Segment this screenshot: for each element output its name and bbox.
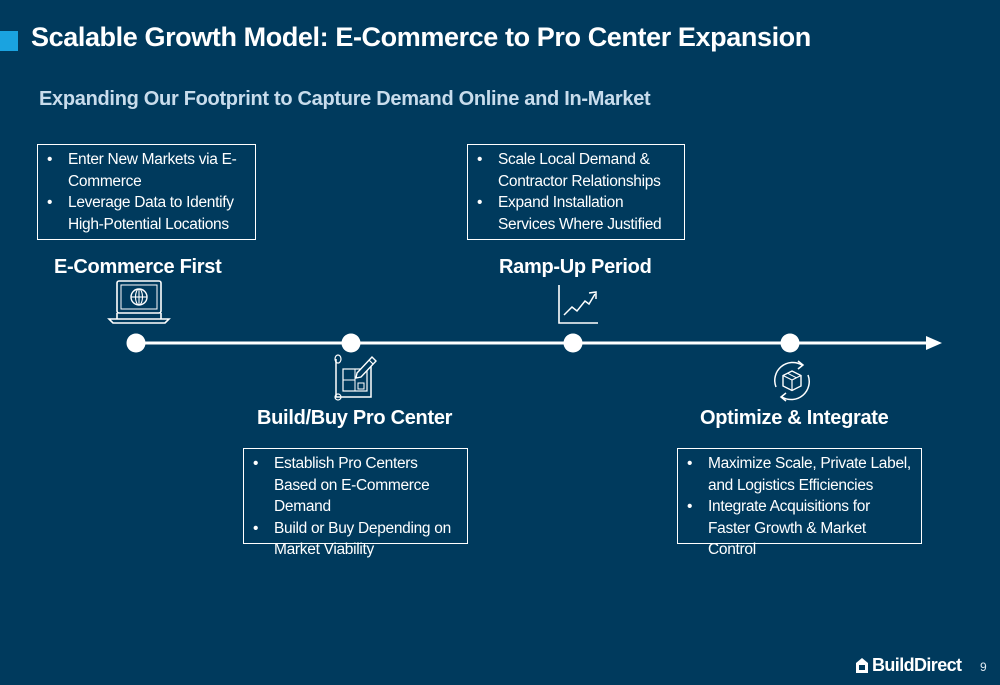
stage-4-label: Optimize & Integrate [700, 407, 889, 429]
timeline-node-2 [341, 333, 361, 353]
stage-2-bullet-2: Build or Buy Depending on Market Viabili… [252, 518, 461, 561]
growth-chart-icon [558, 285, 598, 324]
stage-4-bullet-2: Integrate Acquisitions for Faster Growth… [686, 496, 915, 561]
slide-subtitle: Expanding Our Footprint to Capture Deman… [39, 88, 651, 110]
stage-2-bullets-box: Establish Pro Centers Based on E-Commerc… [243, 448, 468, 558]
box-cycle-icon [774, 360, 810, 402]
house-logo-icon [856, 658, 868, 673]
logo-text: BuildDirect [872, 655, 962, 675]
stage-4-bullets-box: Maximize Scale, Private Label, and Logis… [677, 448, 922, 558]
stage-3-label: Ramp-Up Period [499, 256, 652, 278]
blueprint-pencil-icon [334, 354, 377, 401]
laptop-globe-icon [107, 280, 171, 324]
page-number: 9 [980, 660, 987, 674]
stage-2-label: Build/Buy Pro Center [257, 407, 453, 429]
stage-3-bullets-box: Scale Local Demand & Contractor Relation… [467, 144, 685, 240]
stage-4-bullet-1: Maximize Scale, Private Label, and Logis… [686, 453, 915, 496]
timeline-arrowhead [926, 336, 942, 350]
title-accent-bar [0, 31, 18, 51]
stage-3-bullet-1: Scale Local Demand & Contractor Relation… [476, 149, 678, 192]
stage-1-bullet-2: Leverage Data to Identify High-Potential… [46, 192, 249, 235]
timeline-node-4 [780, 333, 800, 353]
slide-title: Scalable Growth Model: E-Commerce to Pro… [31, 22, 811, 52]
stage-3-bullet-2: Expand Installation Services Where Justi… [476, 192, 678, 235]
stage-1-label: E-Commerce First [54, 256, 222, 278]
stage-1-bullets-box: Enter New Markets via E-Commerce Leverag… [37, 144, 256, 240]
stage-2-bullet-1: Establish Pro Centers Based on E-Commerc… [252, 453, 461, 518]
timeline-node-1 [126, 333, 146, 353]
stage-1-bullet-1: Enter New Markets via E-Commerce [46, 149, 249, 192]
timeline-node-3 [563, 333, 583, 353]
builddirect-logo: BuildDirect [855, 655, 962, 676]
